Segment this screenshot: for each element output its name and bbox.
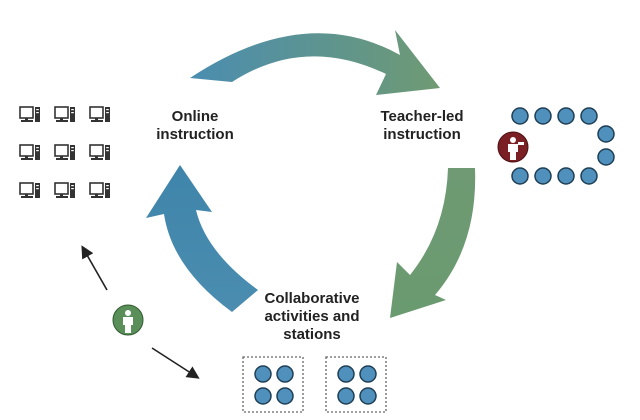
label-line: activities and — [264, 308, 360, 325]
teacher-person-icon — [497, 131, 529, 163]
label-line: Teacher-led — [380, 108, 464, 125]
cycle-arrow-left — [146, 165, 258, 312]
computer-icon — [54, 144, 76, 161]
computer-icon — [54, 106, 76, 123]
seat-circle — [580, 167, 598, 185]
computer-icon — [19, 144, 41, 161]
seat-circle — [511, 107, 529, 125]
computer-icon — [89, 182, 111, 199]
station-table-1 — [242, 356, 304, 413]
station-table-2 — [325, 356, 387, 413]
seat-circle — [580, 107, 598, 125]
seat-circle — [534, 167, 552, 185]
seat-circle — [557, 107, 575, 125]
computer-icon — [54, 182, 76, 199]
seat-circle — [597, 148, 615, 166]
seat-circle — [597, 125, 615, 143]
teacher-led-instruction-label: Teacher-led instruction — [362, 108, 482, 144]
seat-circle — [557, 167, 575, 185]
label-line: Online — [171, 108, 219, 125]
collaborative-activities-label: Collaborative activities and stations — [232, 290, 392, 344]
teacher-table — [497, 107, 615, 185]
label-line: stations — [283, 326, 341, 343]
cycle-arrow-right — [390, 168, 476, 318]
label-line: instruction — [383, 126, 461, 143]
computer-icon — [19, 182, 41, 199]
seat-circle — [534, 107, 552, 125]
arrow-to-computers — [81, 245, 108, 291]
online-instruction-label: Online instruction — [140, 108, 250, 144]
arrow-to-stations — [151, 347, 200, 379]
cycle-arrow-top — [190, 30, 440, 95]
computer-grid — [19, 106, 111, 199]
computer-icon — [89, 144, 111, 161]
computer-icon — [89, 106, 111, 123]
seat-circle — [511, 167, 529, 185]
computer-icon — [19, 106, 41, 123]
label-line: instruction — [156, 126, 234, 143]
label-line: Collaborative — [264, 290, 360, 307]
student-person-icon — [112, 304, 144, 336]
